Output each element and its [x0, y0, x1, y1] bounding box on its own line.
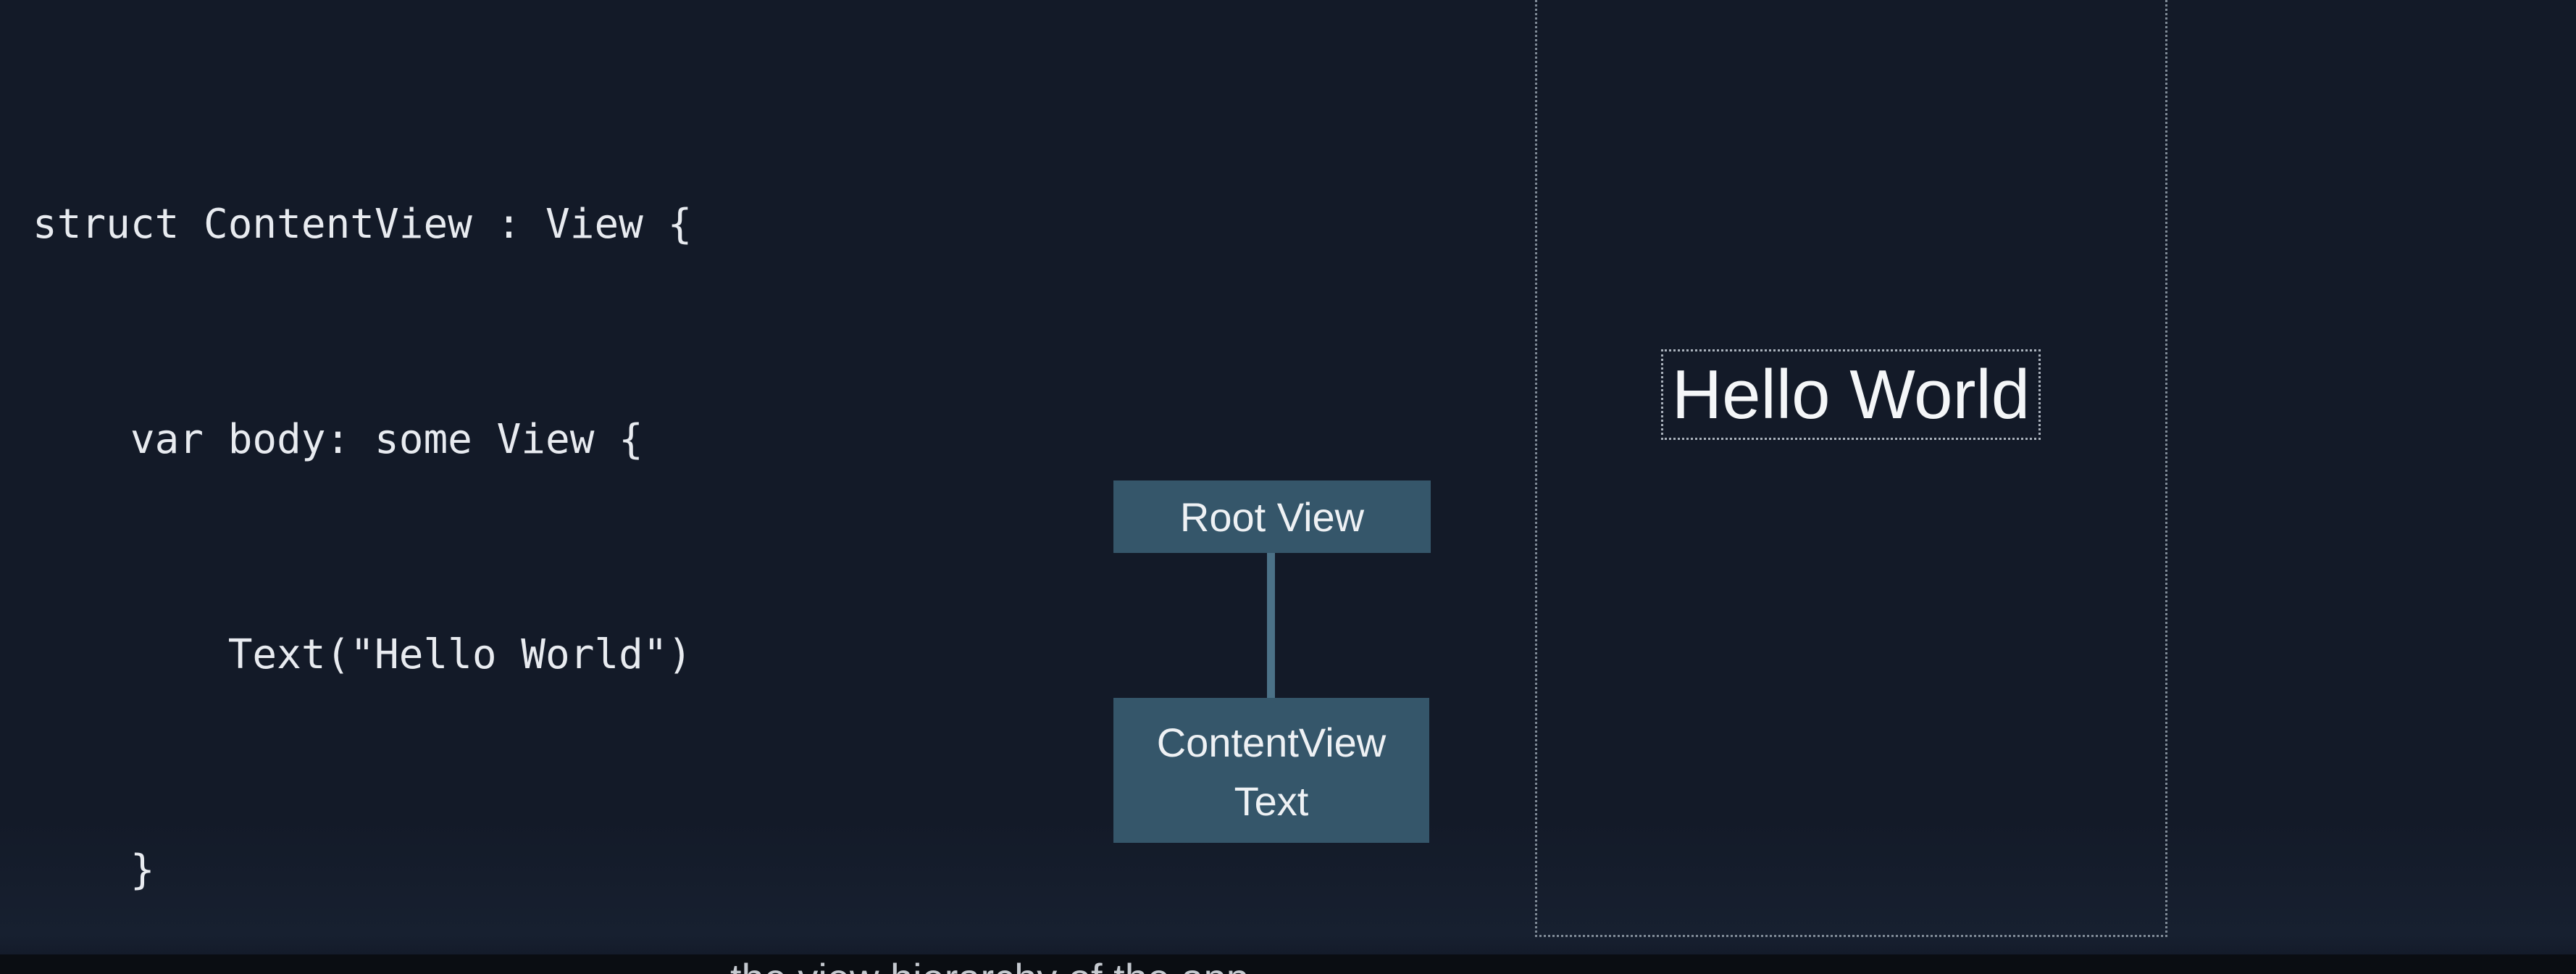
swiftui-code-block: struct ContentView : View { var body: so… [33, 45, 692, 974]
bottom-strip [0, 954, 2576, 974]
code-line: Text("Hello World") [33, 631, 693, 678]
content-view-node: ContentView Text [1113, 698, 1429, 843]
root-view-node: Root View [1113, 480, 1431, 553]
code-line: struct ContentView : View { [33, 201, 693, 248]
code-line: var body: some View { [33, 416, 643, 463]
hello-world-text: Hello World [1671, 355, 2031, 433]
tree-connector-line [1267, 553, 1275, 698]
content-view-node-label: ContentView [1156, 720, 1387, 765]
code-line: } [33, 846, 155, 894]
content-view-node-sublabel: Text [1234, 778, 1309, 824]
cropped-caption-text: the view hierarchy of the app [730, 958, 1249, 974]
device-preview-outline [1535, 0, 2167, 937]
hello-world-text-bounds: Hello World [1661, 349, 2041, 440]
root-view-node-label: Root View [1179, 494, 1365, 540]
